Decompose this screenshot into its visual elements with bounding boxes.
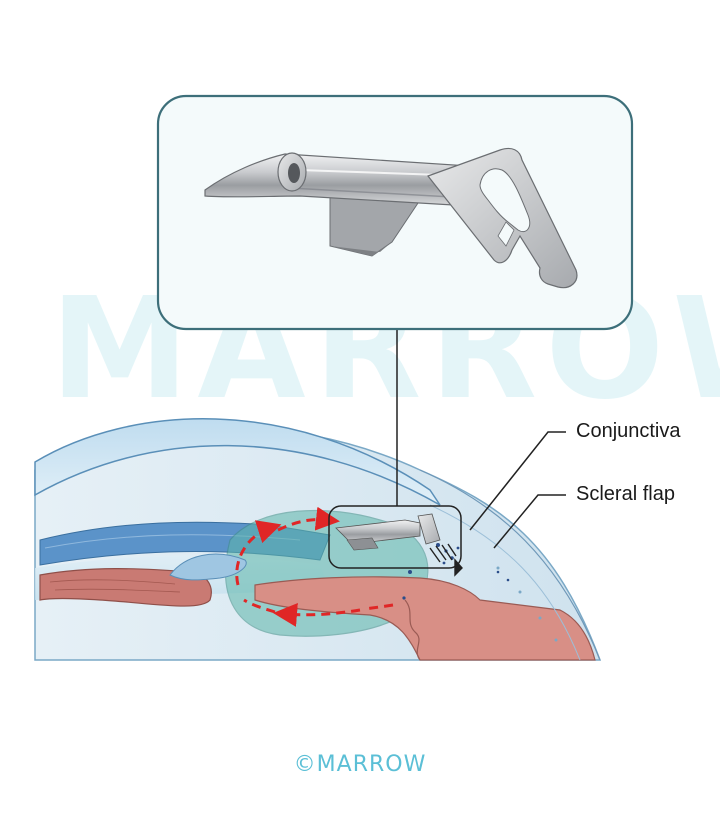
implant-small-icon	[335, 513, 441, 551]
copyright-mark: ©MARROW	[293, 752, 427, 777]
eye-cross-section	[34, 418, 602, 661]
scleral-surface	[419, 469, 601, 661]
leader-lines	[469, 431, 566, 549]
scleral-flap-label: Scleral flap	[576, 483, 675, 505]
conjunctiva-label: Conjunctiva	[576, 420, 681, 442]
conjunctiva-leader	[469, 431, 566, 531]
lens-edge	[169, 553, 247, 581]
scleral-flap-leader	[493, 494, 566, 549]
iris	[39, 568, 212, 607]
detail-box	[328, 505, 462, 569]
drainage-device-icon	[204, 147, 578, 289]
aqueous-flow-arrow-icon	[235, 506, 394, 627]
cornea	[34, 418, 441, 506]
